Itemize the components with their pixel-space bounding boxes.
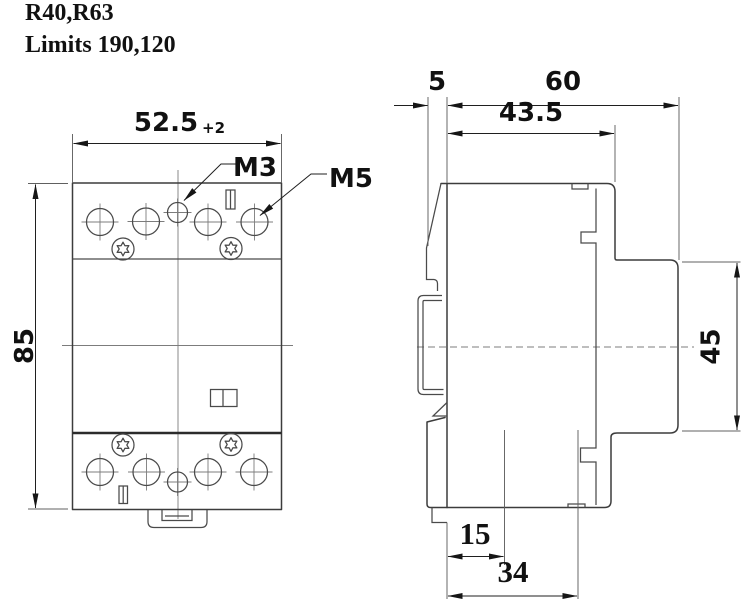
side-view-outline [426,182,679,509]
dim-upper-depth-label: 43.5 [499,98,563,128]
dim-lower-offset: 15 [446,430,505,599]
dim-front-height-label: 85 [10,328,40,364]
front-view-centerlines [62,170,293,519]
dim-lower-depth-label: 34 [498,554,529,589]
front-view [62,170,293,529]
top-snap-tab [571,183,589,190]
wire-slot-bottom [118,485,129,505]
bottom-snap-tab [567,503,586,508]
dim-front-height: 85 [10,183,68,510]
dim-upper-depth: 43.5 [447,98,616,182]
din-clip-tab [147,510,208,529]
side-view [417,182,694,524]
dim-rail-offset: 5 [394,67,446,246]
indicator-window [209,388,238,408]
dim-total-depth-label: 60 [545,67,581,97]
label-m5: M5 [259,164,373,216]
din-clip-spring [431,402,448,417]
dim-total-depth: 60 [446,67,680,260]
din-foot [431,507,447,524]
drawing-header: R40,R63 Limits 190,120 [25,0,176,58]
model-title: R40,R63 [25,0,114,26]
limits-subtitle: Limits 190,120 [25,32,176,58]
dim-lower-depth: 34 [447,430,579,599]
din-rail-hook [417,183,448,524]
dim-rail-offset-label: 5 [428,67,446,97]
wire-slot-top [225,189,236,210]
front-cover-seam [567,183,597,508]
dim-lower-offset-label: 15 [460,516,491,551]
dim-front-width: 52.5 +2 [72,108,282,183]
dim-front-width-tolerance: +2 [202,119,225,137]
dim-front-face-height-label: 45 [697,328,727,364]
dim-front-face-height: 45 [682,261,741,432]
label-m3: M3 [183,153,277,201]
m3-label-text: M3 [233,153,277,183]
m5-label-text: M5 [329,164,373,194]
dim-front-width-label: 52.5 [134,108,198,138]
front-view-outline [71,182,283,511]
